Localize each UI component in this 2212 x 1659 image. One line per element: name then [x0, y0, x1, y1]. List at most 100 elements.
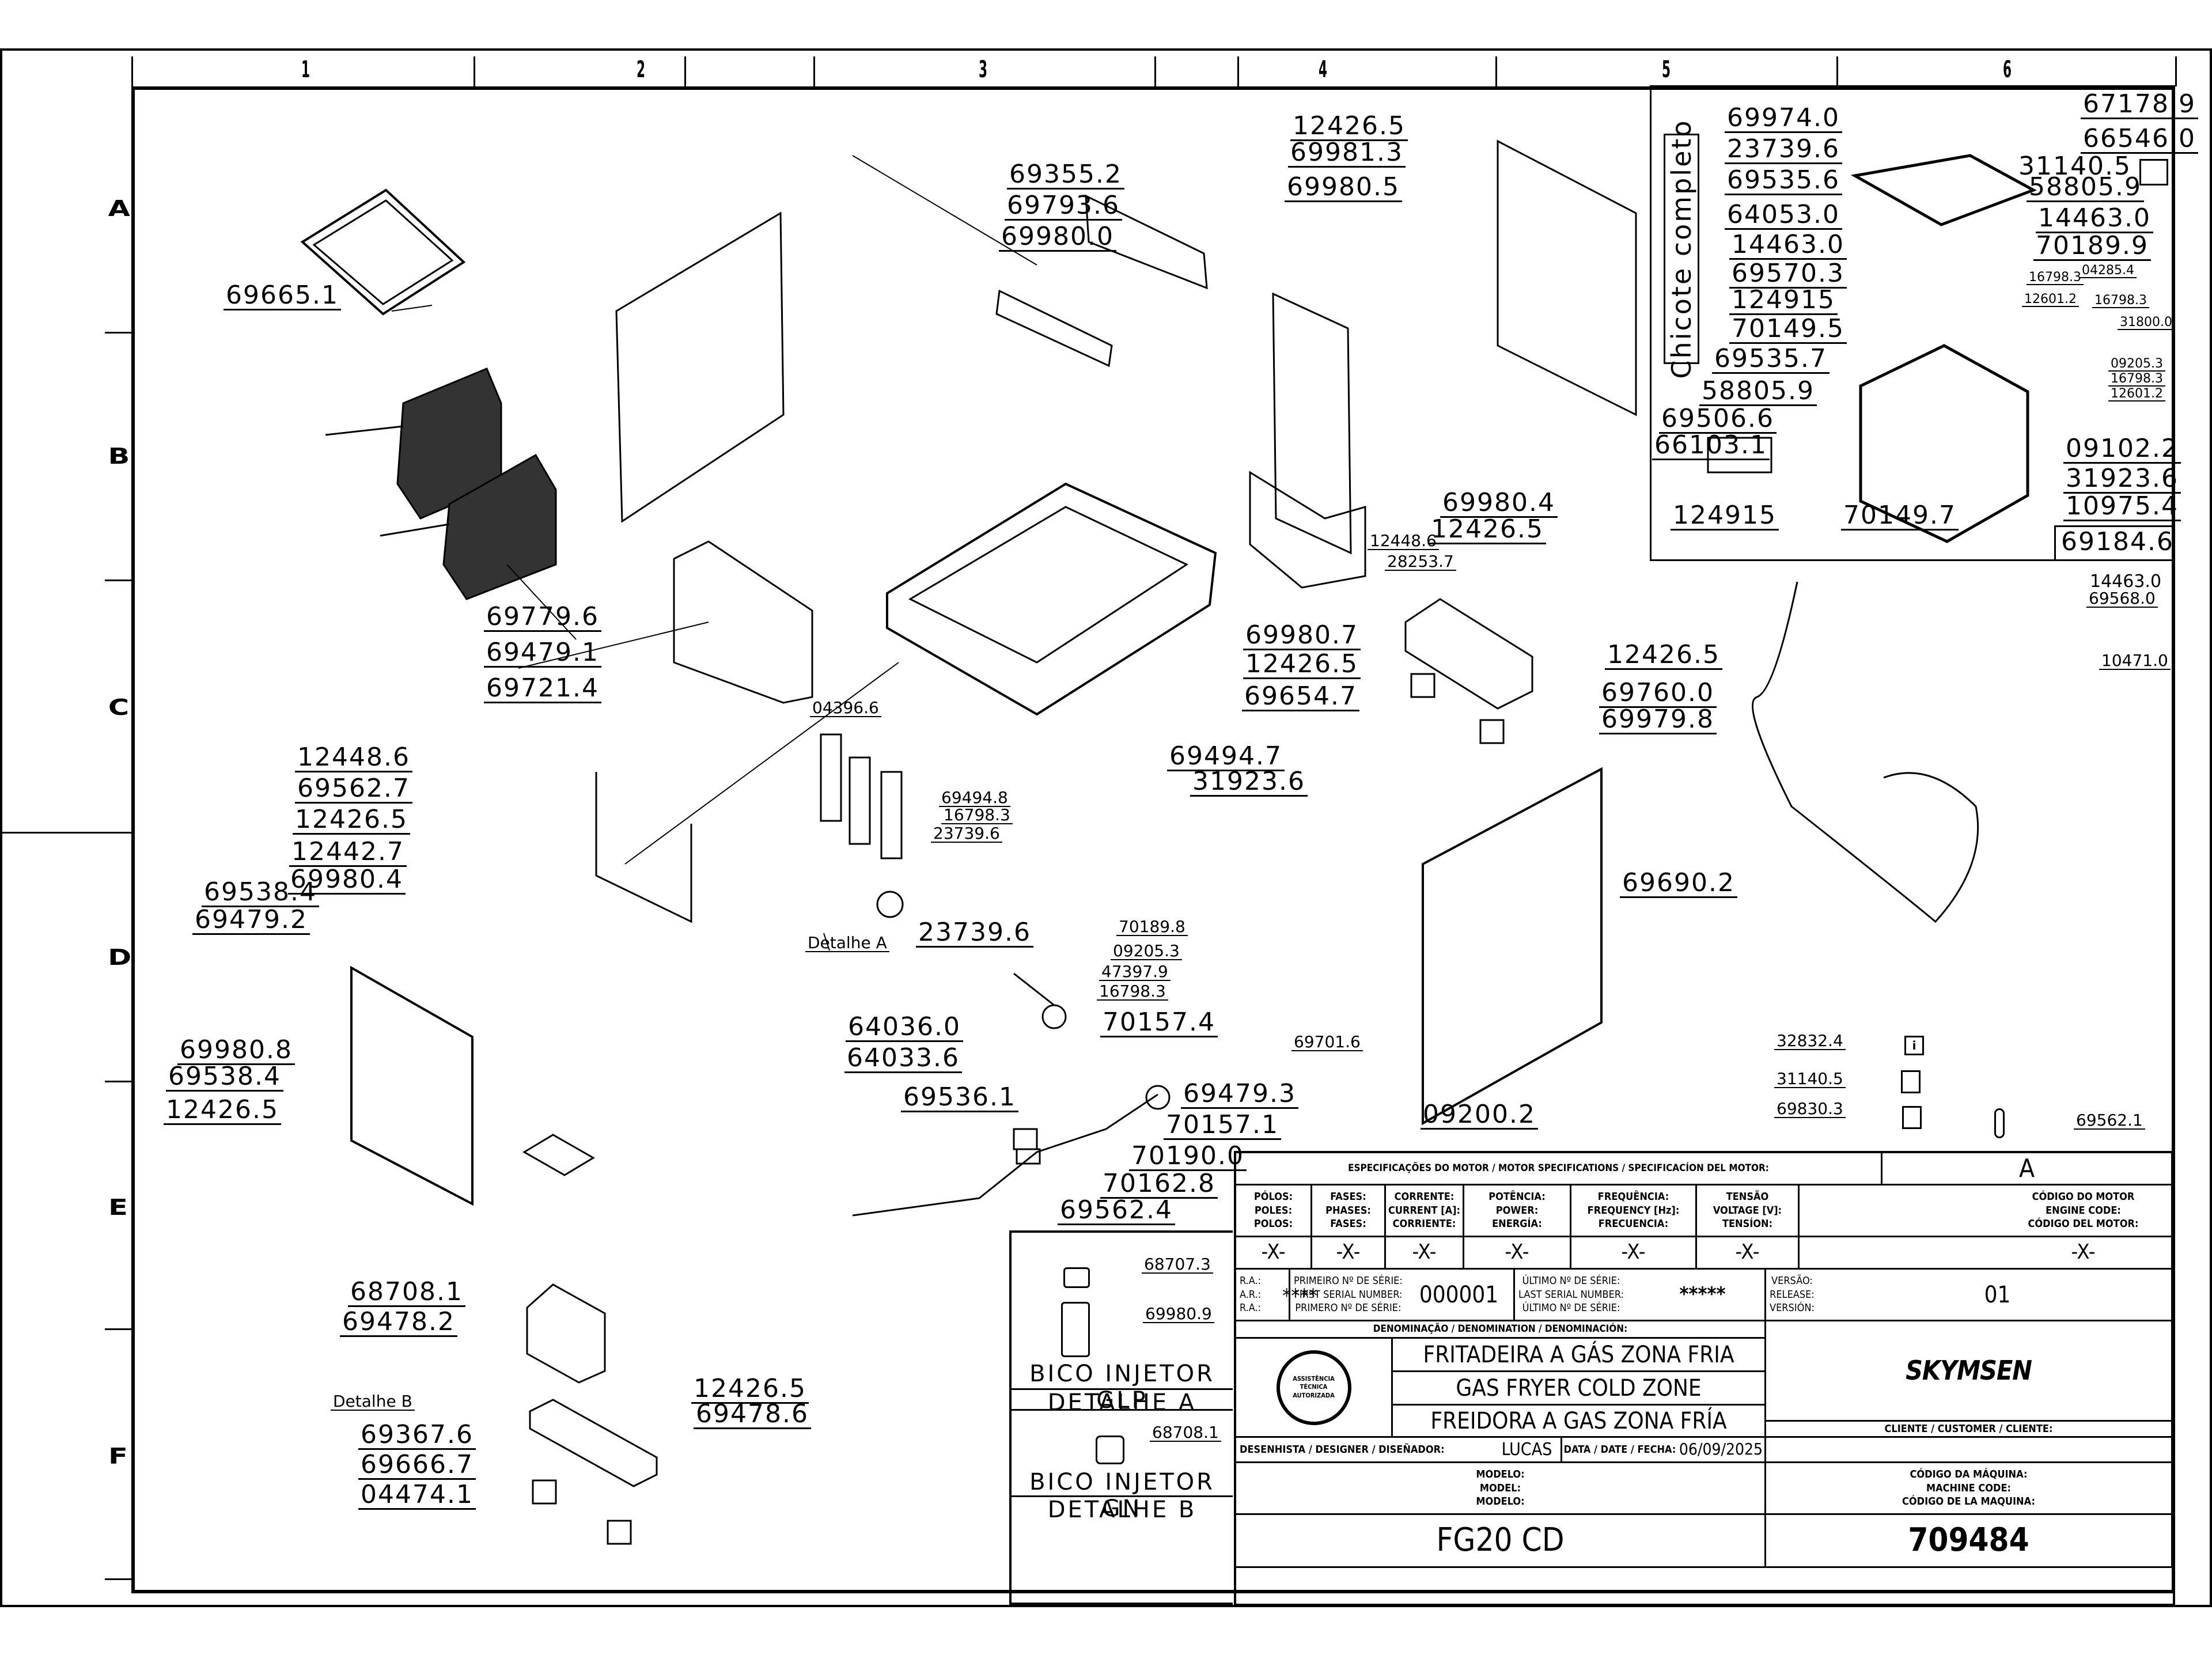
part-callout: 70190.0 [1129, 1142, 1247, 1172]
part-callout: 69562.4 [1058, 1196, 1175, 1226]
part-callout: 23739.6 [931, 825, 1002, 843]
foot-icon [532, 673, 1505, 1545]
machine-code-value: 709484 [1908, 1521, 2029, 1559]
knob-icon [1145, 1085, 1171, 1110]
electrical-box [1859, 344, 2029, 543]
back-panel [1497, 139, 1637, 416]
ball-valve-icon [1013, 972, 1067, 1029]
product-name-en: GAS FRYER COLD ZONE [1393, 1372, 1766, 1406]
hinge-arm [595, 772, 692, 923]
part-callout: 69535.6 [1725, 166, 1842, 196]
part-callout: 69479.3 [1181, 1080, 1298, 1109]
part-callout: 64036.0 [846, 1013, 963, 1043]
part-callout: 12601.2 [2022, 293, 2079, 308]
spec-label-frequency: FREQUÊNCIA: FREQUENCY [Hz]: FRECUENCIA: [1571, 1185, 1697, 1237]
manual-info-icon: i [1904, 1036, 1924, 1055]
part-callout: 09200.2 [1421, 1101, 1538, 1130]
detail-a-title: BICO INJETOR GLP [1029, 1361, 1215, 1414]
injector-nozzle-icon [1096, 1435, 1124, 1464]
part-callout: 70149.7 [1841, 502, 1959, 531]
designer-label: DESENHISTA / DESIGNER / DISEÑADOR: [1236, 1438, 1493, 1463]
product-name-pt: FRITADEIRA A GÁS ZONA FRIA [1393, 1339, 1766, 1372]
part-callout: 69980.4 [1440, 489, 1558, 518]
part-callout: 31140.5 [2018, 151, 2131, 181]
right-side-panel [1422, 767, 1603, 1126]
title-block: ESPECIFICAÇÕES DO MOTOR / MOTOR SPECIFIC… [1234, 1151, 2175, 1606]
part-callout: 69538.4 [166, 1063, 283, 1092]
wiring-harness-icon [1752, 581, 1979, 923]
customer-label: CLIENTE / CUSTOMER / CLIENTE: [1766, 1422, 2173, 1438]
column-label: 5 [1662, 56, 1671, 83]
harness-title-box: Chicote completo [1664, 119, 1699, 379]
part-callout: 69779.6 [484, 603, 601, 632]
base-plate [529, 1399, 658, 1487]
part-callout: 69830.3 [1774, 1100, 1846, 1119]
part-callout: 23739.6 [1725, 135, 1842, 165]
row-label: D [108, 945, 132, 970]
part-callout: 69355.2 [1007, 161, 1124, 190]
motor-code-label: CÓDIGO DO MOTOR ENGINE CODE: CÓDIGO DEL … [1800, 1185, 2173, 1237]
part-callout: 70189.8 [1116, 918, 1188, 937]
part-callout: 66546.0 [2081, 125, 2198, 154]
base-frame [1404, 598, 1533, 710]
spec-value-poles: -X- [1261, 1240, 1286, 1264]
part-callout: 12448.6 [1368, 532, 1439, 551]
part-callout: 09102.2 [2063, 435, 2181, 464]
part-callout: 69568.0 [2086, 590, 2158, 608]
spec-value-voltage: -X- [1735, 1240, 1760, 1264]
row-label: A [108, 196, 130, 221]
part-callout: 70157.4 [1100, 1009, 1218, 1038]
drawing-sheet [0, 48, 2212, 1607]
part-callout: 64033.6 [844, 1044, 962, 1074]
part-callout: 69506.6 [1659, 405, 1777, 434]
part-callout: 69980.9 [1143, 1305, 1214, 1324]
part-callout: 69494.8 [939, 789, 1010, 808]
injector-sleeve-icon [1061, 1302, 1090, 1357]
spec-value-current: -X- [1412, 1240, 1437, 1264]
electrical-box-lid [1850, 154, 2037, 226]
part-callout: 69478.6 [694, 1400, 811, 1430]
box-code: 69184.6 [2061, 527, 2174, 556]
part-callout: 58805.9 [1699, 377, 1817, 407]
row-label: C [108, 695, 130, 720]
part-callout: 12426.5 [164, 1096, 281, 1126]
label-sticker-icon [1902, 1106, 1922, 1129]
date-value: 06/09/2025 [1677, 1438, 1766, 1463]
customer-value [1766, 1438, 2173, 1463]
product-name-es: FREIDORA A GAS ZONA FRÍA [1393, 1406, 1766, 1438]
part-callout: 31800.0 [2118, 316, 2175, 331]
part-callout: 70149.5 [1729, 315, 1847, 344]
part-callout: 69701.6 [1291, 1033, 1363, 1052]
model-value: FG20 CD [1436, 1521, 1565, 1559]
rail [995, 289, 1113, 368]
harness-title: Chicote completo [1666, 119, 1697, 379]
part-callout: 16798.3 [1097, 983, 1168, 1001]
part-callout: 12426.5 [691, 1375, 809, 1404]
first-serial-value: 000001 [1419, 1281, 1499, 1308]
part-callout: 67178.9 [2081, 90, 2198, 120]
part-callout: 31923.6 [2063, 465, 2181, 494]
part-callout: 124915 [1671, 502, 1779, 531]
part-callout: 12426.5 [1429, 516, 1546, 545]
column-label: 1 [301, 56, 310, 83]
part-callout: 04474.1 [358, 1481, 476, 1510]
part-callout: 12426.5 [1290, 112, 1408, 142]
part-callout: 12426.5 [1243, 650, 1361, 680]
denomination-header: DENOMINAÇÃO / DENOMINATION / DENOMINACIÓ… [1236, 1321, 1766, 1339]
part-callout: 69666.7 [358, 1451, 476, 1480]
version-value: 01 [1984, 1281, 2011, 1308]
last-serial-value: ***** [1679, 1283, 1726, 1306]
part-callout: 69980.4 [288, 866, 406, 895]
part-callout: 70162.8 [1100, 1170, 1218, 1199]
ra-value: **** [1282, 1285, 1318, 1308]
detail-b-title: BICO INJETOR GN [1029, 1469, 1215, 1522]
part-callout: 14463.0 [2036, 204, 2153, 234]
part-callout: 69562.1 [2074, 1112, 2145, 1130]
burner-icon [820, 733, 904, 918]
detail-b-callout: Detalhe B [331, 1393, 415, 1411]
ra-label: R.A.: A.R.: R.A.: [1236, 1270, 1290, 1321]
solenoid-valve-icon [1013, 1128, 1041, 1165]
motor-code-value: -X- [2071, 1240, 2096, 1264]
first-serial-label: PRIMEIRO Nº DE SÉRIE: FIRST SERIAL NUMBE… [1290, 1270, 1404, 1321]
